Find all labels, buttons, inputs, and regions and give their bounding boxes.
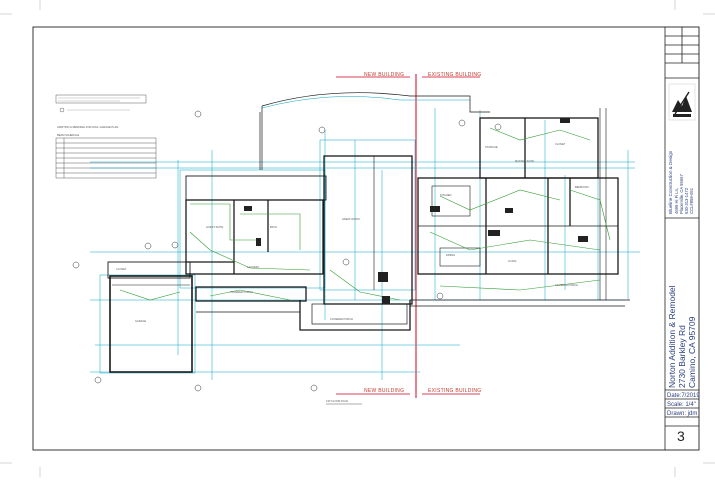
company-line-4: CCL#858-051 bbox=[689, 187, 694, 214]
beam-schedule: BEAM SCHEDULE bbox=[55, 133, 157, 179]
room-garage: GARAGE bbox=[135, 319, 146, 323]
room-great-room: GREAT ROOM bbox=[342, 217, 360, 221]
fixtures bbox=[244, 118, 588, 304]
room-covered-porch-right: COVERED PORCH bbox=[555, 283, 578, 287]
room-living: LIVING bbox=[508, 259, 517, 263]
project-address: 2730 Barkley Rd bbox=[677, 325, 687, 388]
sheet-date: Date:7/2019 bbox=[667, 393, 700, 399]
project-info: Norton Addition & Remodel 2730 Barkley R… bbox=[667, 285, 697, 388]
garage-note: ADDITION & REMODEL FOR HOLL GARAGE PLAN bbox=[57, 125, 118, 129]
room-labels: GARAGE CLOSET GUEST SUITE BATH LAUNDRY G… bbox=[116, 142, 588, 323]
company-line-1: 4699 Hi Fi Ln, bbox=[674, 188, 679, 214]
company-line-2: Placerville, CA 95667 bbox=[679, 174, 684, 214]
room-storage: STORAGE bbox=[485, 145, 498, 149]
title-block bbox=[664, 27, 699, 450]
room-master-suite: MASTER SUITE bbox=[515, 159, 534, 163]
floor-plan-title: 1ST FLOOR PLAN bbox=[326, 399, 348, 403]
label-new-building-top: NEW BUILDING bbox=[364, 72, 404, 78]
project-name: Norton Addition & Remodel bbox=[667, 285, 677, 388]
grid-bubbles bbox=[72, 110, 502, 392]
label-new-building-bottom: NEW BUILDING bbox=[364, 388, 404, 394]
room-covered-porch-center: COVERED PORCH bbox=[330, 317, 353, 321]
company-info: Blueline Construction & Design 4699 Hi F… bbox=[668, 150, 694, 214]
project-city: Camino, CA 95709 bbox=[687, 316, 697, 388]
label-existing-building-bottom: EXISTING BUILDING bbox=[428, 388, 481, 394]
dimension-lines bbox=[90, 96, 640, 380]
divider-arrows bbox=[336, 76, 480, 395]
room-guest-suite: GUEST SUITE bbox=[206, 225, 224, 229]
room-bedroom: BEDROOM bbox=[575, 185, 588, 189]
sheet-number: 3 bbox=[677, 428, 685, 444]
room-dining: DINING bbox=[446, 253, 455, 257]
sheet-border bbox=[32, 26, 700, 451]
beam-schedule-title: BEAM SCHEDULE bbox=[57, 133, 79, 137]
room-closet-master: CLOSET bbox=[555, 142, 566, 146]
company-name: Blueline Construction & Design bbox=[668, 150, 673, 214]
walls bbox=[107, 92, 630, 373]
electrical-wiring bbox=[119, 127, 611, 301]
sheet-drawn: Drawn: jdm bbox=[667, 411, 697, 417]
room-closet: CLOSET bbox=[116, 267, 127, 271]
room-bath: BATH bbox=[270, 225, 277, 229]
label-existing-building-top: EXISTING BUILDING bbox=[428, 72, 481, 78]
sheet-scale: Scale: 1/4" bbox=[667, 402, 696, 408]
company-line-3: 530-313-1472 bbox=[684, 187, 689, 214]
general-notes: ADDITION & REMODEL FOR HOLL GARAGE PLAN bbox=[55, 94, 147, 129]
company-logo bbox=[668, 83, 696, 121]
room-laundry: LAUNDRY bbox=[247, 265, 260, 269]
room-covered-porch-left: COVERED PORCH bbox=[230, 290, 253, 294]
room-kitchen: KITCHEN bbox=[440, 193, 452, 197]
